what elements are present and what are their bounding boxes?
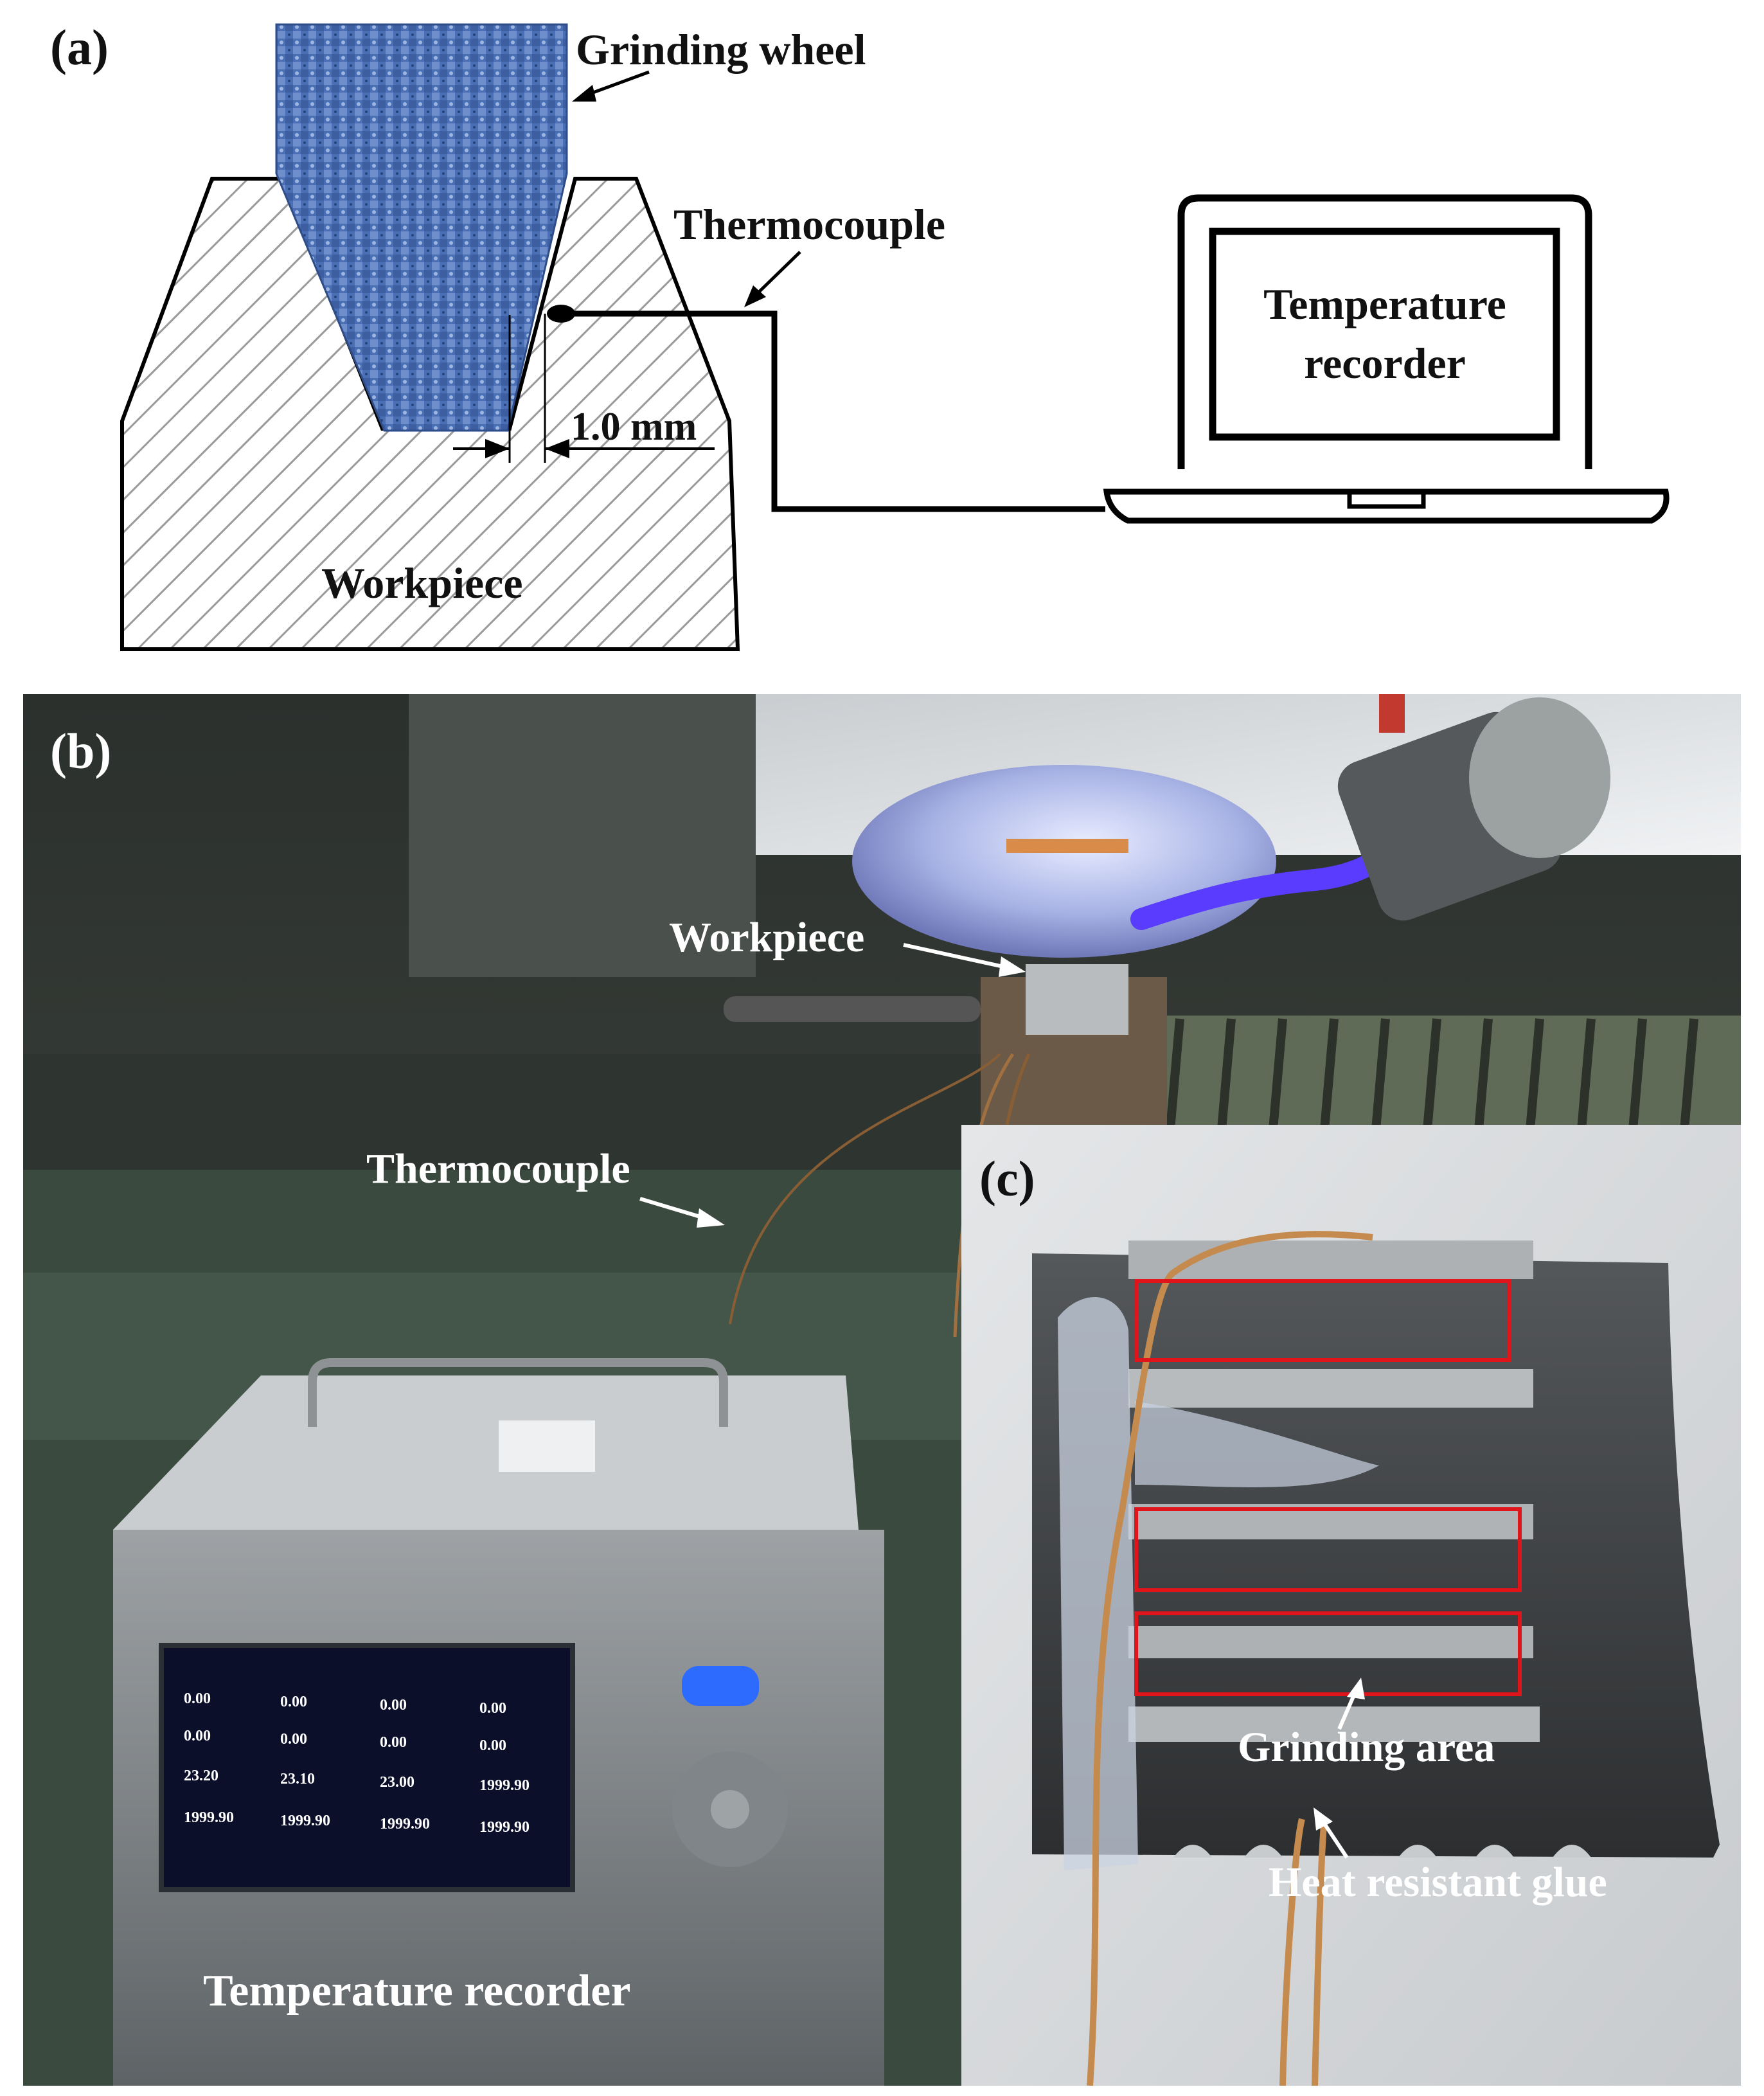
screen-value: 0.00 [479, 1737, 506, 1754]
screen-value: 23.00 [380, 1774, 414, 1791]
screen-value: 1999.90 [184, 1809, 234, 1826]
coolant-nozzle [1130, 844, 1396, 930]
silver-strip [1128, 1626, 1533, 1658]
temperature-recorder-device [113, 1358, 884, 2086]
screen-value: 0.00 [380, 1734, 407, 1751]
recorder-photo-label: Temperature recorder [203, 1966, 630, 2016]
grinding-wheel-leader [585, 70, 650, 97]
grinding-wheel-photo [852, 765, 1276, 958]
workpiece-photo [1026, 964, 1128, 1035]
panel-c-photo: (c) Grinding area Heat resistant glue [961, 1125, 1741, 2086]
silver-strip [1128, 1706, 1540, 1742]
thermocouple-wire [561, 310, 1105, 512]
workpiece-photo-svg: (c) Grinding area Heat resistant glue [961, 1125, 1741, 2086]
screen-value: 0.00 [380, 1697, 407, 1714]
base-notches [1173, 1845, 1591, 1858]
thermocouple-leader [754, 251, 801, 297]
glue-left [1058, 1296, 1138, 1870]
screen-value: 23.20 [184, 1768, 218, 1784]
dimension-arrowhead-right [545, 439, 569, 458]
panel-b-label: (b) [50, 723, 111, 779]
screen-value: 0.00 [280, 1694, 307, 1710]
thermocouple-wire-specimen [1087, 1231, 1373, 2086]
lead-screw [724, 996, 981, 1022]
recorder-power-button [682, 1666, 759, 1706]
screen-value: 0.00 [280, 1731, 307, 1748]
coolant-head-face [1469, 697, 1610, 858]
dimension-arrowhead-left [485, 439, 510, 458]
grinding-wheel-arrowhead [572, 85, 596, 102]
screen-value: 0.00 [479, 1700, 506, 1717]
thermocouple-arrowhead [744, 285, 766, 307]
recorder-label-line2: recorder [1304, 339, 1466, 388]
grinding-wheel-label: Grinding wheel [576, 25, 866, 74]
grinding-area-box-3 [1134, 1611, 1522, 1696]
schematic-svg: (a) Grinding wheel Thermocouple 1.0 mm W… [50, 19, 1670, 651]
grinding-area-box-1 [1134, 1279, 1511, 1362]
recorder-label-line1: Temperature [1263, 280, 1506, 328]
screen-value: 1999.90 [280, 1813, 330, 1829]
grinding-area-arrowhead [1347, 1678, 1365, 1699]
screen-value: 1999.90 [479, 1777, 530, 1794]
grinding-wheel [275, 23, 568, 432]
glue-middle [1135, 1401, 1379, 1487]
panel-c-label: (c) [979, 1151, 1035, 1206]
thermocouple-arrow [639, 1197, 705, 1220]
panel-a-label: (a) [50, 19, 109, 75]
laptop-icon [1103, 194, 1670, 524]
workpiece-photo-label: Workpiece [669, 914, 864, 961]
recorder-screen: 0.00 0.00 0.00 0.00 0.00 0.00 0.00 0.00 … [184, 1690, 530, 1836]
panel-a-schematic: (a) Grinding wheel Thermocouple 1.0 mm W… [0, 0, 1764, 681]
silver-strip [1128, 1369, 1533, 1408]
distance-label: 1.0 mm [571, 405, 697, 449]
workpiece-label: Workpiece [321, 559, 523, 607]
thermocouple-photo-label: Thermocouple [366, 1145, 630, 1192]
screen-value: 0.00 [184, 1728, 211, 1744]
screen-value: 1999.90 [479, 1819, 530, 1836]
workpiece-arrowhead [999, 956, 1026, 977]
grinding-area-box-2 [1134, 1507, 1522, 1592]
screen-value: 0.00 [184, 1690, 211, 1707]
machine-side-panel [409, 694, 756, 977]
glue-arrowhead [1314, 1807, 1333, 1831]
thermocouple-arrowhead [697, 1208, 725, 1228]
workpiece-arrow [903, 943, 1007, 969]
grinding-area-label: Grinding area [1238, 1724, 1495, 1771]
recorder-handle [308, 1358, 728, 1427]
wheel-label-strip [1006, 839, 1128, 853]
red-fitting [1379, 694, 1405, 733]
screen-value: 23.10 [280, 1771, 315, 1787]
thermocouple-label: Thermocouple [673, 200, 945, 249]
screen-value: 1999.90 [380, 1816, 430, 1832]
glue-label: Heat resistant glue [1269, 1859, 1607, 1906]
